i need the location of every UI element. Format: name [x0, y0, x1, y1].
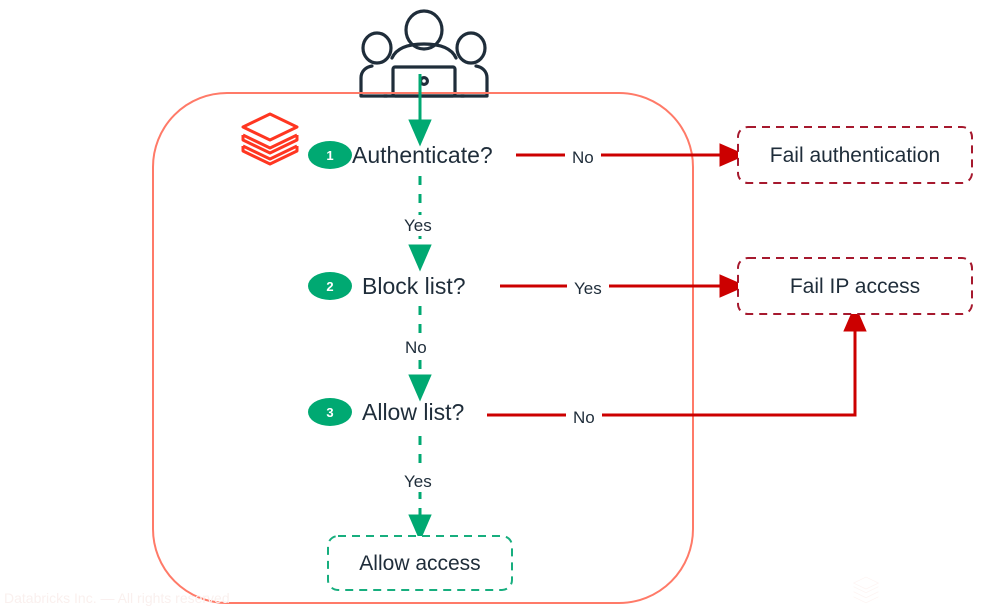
- decision-label-authenticate[interactable]: Authenticate?: [352, 142, 493, 168]
- edge-label-authenticate-no: No: [565, 147, 601, 168]
- decision-badge-1: [308, 141, 352, 169]
- terminal-box-allow-access[interactable]: [327, 535, 513, 591]
- edge-label-allowlist-no: No: [566, 407, 602, 428]
- terminal-box-fail-ip-access[interactable]: [737, 257, 973, 315]
- edge-allowlist-no: [487, 304, 867, 417]
- terminal-box-fail-authentication[interactable]: [737, 126, 973, 184]
- terminal-label-fail-ip-access: Fail IP access: [789, 275, 921, 298]
- decision-label-block-list[interactable]: Block list?: [362, 273, 466, 299]
- decision-badge-3: [308, 398, 352, 426]
- decision-number-2: 2: [326, 279, 334, 294]
- watermark-logo-icon: [853, 576, 879, 604]
- decision-number-1: 1: [326, 148, 334, 163]
- edge-label-allowlist-yes: Yes: [397, 471, 439, 492]
- decision-label-allow-list[interactable]: Allow list?: [362, 399, 465, 425]
- edge-label-blocklist-yes: Yes: [567, 278, 609, 299]
- edge-label-blocklist-no: No: [398, 337, 434, 358]
- copyright-watermark: Databricks Inc. — All rights reserved: [4, 590, 230, 606]
- users-with-laptop-icon: [359, 9, 489, 98]
- workspace-boundary: [152, 92, 694, 604]
- terminal-label-fail-authentication: Fail authentication: [769, 144, 941, 167]
- decision-badge-2: [308, 272, 352, 300]
- decision-number-3: 3: [326, 405, 334, 420]
- edge-label-authenticate-yes: Yes: [397, 215, 439, 236]
- databricks-logo-icon: [241, 112, 299, 166]
- terminal-label-allow-access: Allow access: [359, 552, 481, 575]
